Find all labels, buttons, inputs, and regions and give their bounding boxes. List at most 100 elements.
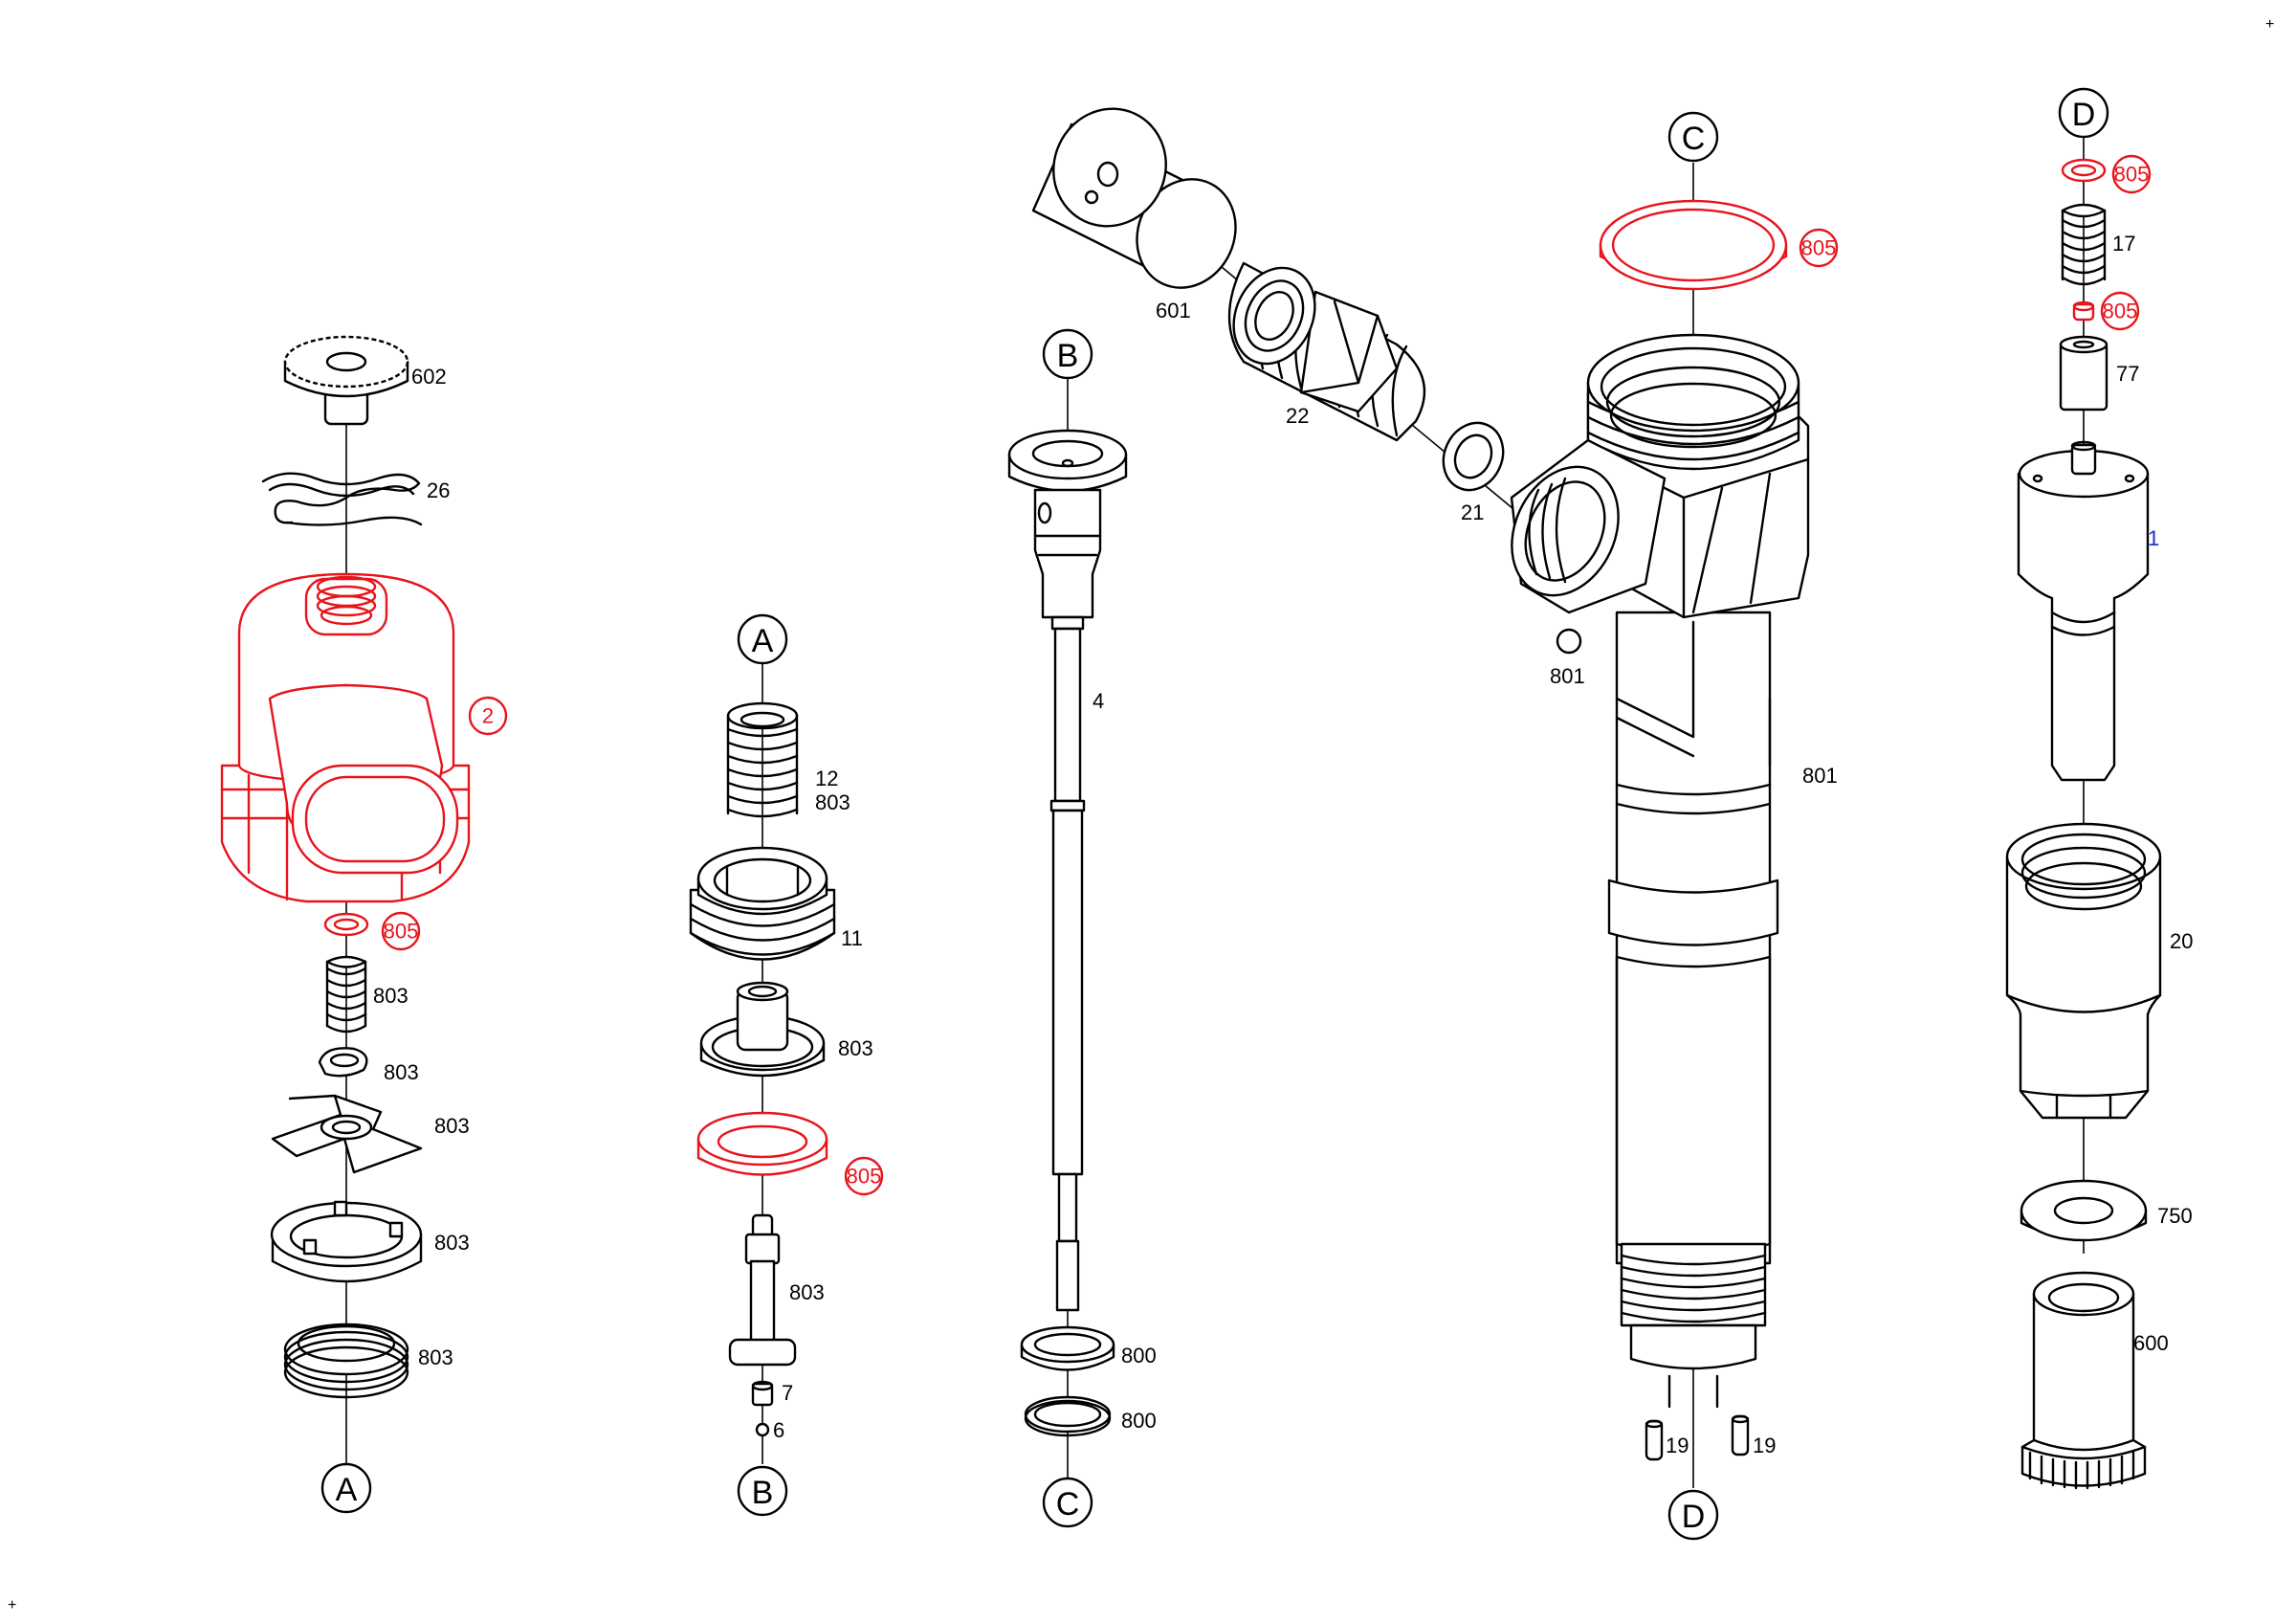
part-6-ball[interactable] [755,1422,770,1437]
label-19-b: 19 [1753,1434,1776,1457]
part-1-nozzle[interactable] [2017,440,2150,782]
column-5-assembly: D 805 17 805 77 [2005,87,2193,1490]
label-7: 7 [782,1381,793,1405]
connector-d-top-label: D [2072,97,2096,133]
label-17: 17 [2112,232,2135,256]
connector-c-bottom-label: C [1056,1486,1080,1523]
part-601-protective-cap[interactable] [1031,90,1253,303]
part-803-valve-plate-col2[interactable] [699,981,826,1078]
corner-mark-bottom-left: + [8,1597,16,1613]
injector-body-assembly: C 805 801 [1491,111,1839,1541]
part-805-washer-col5-small[interactable] [2072,300,2095,322]
connector-b-bottom-circle[interactable] [737,1465,788,1517]
label-800-a: 800 [1121,1344,1157,1367]
callout-circle-805-d [2111,154,2152,194]
part-803-pin-col2[interactable] [728,1213,797,1367]
part-805-washer-col5-top[interactable] [2061,158,2107,183]
label-11: 11 [841,926,863,950]
part-77-spacer[interactable] [2059,335,2108,411]
part-11-threaded-sleeve[interactable] [689,846,836,961]
part-602-knurled-cap[interactable] [283,335,409,426]
label-803-g: 803 [838,1036,873,1060]
label-12: 12 [815,767,838,790]
label-6: 6 [773,1418,784,1442]
part-805-washer-col1[interactable] [323,912,369,937]
column-3-assembly: B 4 800 [1007,328,1157,1528]
label-805-a: 805 [384,920,419,944]
column-2-assembly: A 12 803 11 803 [689,613,884,1517]
part-26-retaining-clip[interactable] [261,472,423,526]
label-21: 21 [1461,500,1484,524]
label-77: 77 [2116,362,2139,386]
part-803-circlip-col1[interactable] [318,1047,368,1078]
label-22: 22 [1286,404,1309,428]
part-19-pin-left[interactable] [1645,1419,1664,1461]
part-600-sleeve[interactable] [2020,1271,2147,1490]
injector-main-body[interactable] [1491,333,1810,1409]
connector-c-bottom-circle[interactable] [1042,1477,1093,1528]
label-2: 2 [482,704,494,728]
label-4: 4 [1093,689,1104,713]
connector-b-top-label: B [1057,338,1079,374]
label-803-b: 803 [384,1060,419,1084]
label-26: 26 [427,478,450,502]
part-805-washer-col2[interactable] [696,1111,828,1176]
label-19-a: 19 [1666,1434,1689,1457]
part-12-spring[interactable] [726,701,799,818]
part-20-nozzle-nut[interactable] [2005,822,2162,1120]
corner-mark-top-right: + [2265,16,2274,33]
callout-circle-2 [468,696,508,736]
part-801-ball[interactable] [1556,628,1582,655]
label-803-d: 803 [434,1231,470,1255]
part-800-ring-upper[interactable] [1020,1325,1115,1371]
label-805-b: 805 [847,1165,882,1189]
label-805-d: 805 [2114,163,2150,187]
connector-b-bottom-label: B [752,1475,774,1511]
part-21-seal-ring[interactable] [1433,413,1514,500]
connector-a-top-label: A [752,623,774,659]
connector-a-bottom-circle[interactable] [320,1462,372,1514]
label-805-e: 805 [2103,300,2138,323]
part-803-spring-col1[interactable] [325,955,367,1034]
label-20: 20 [2170,929,2193,953]
connector-c-top-label: C [1682,121,1706,157]
label-803-c: 803 [434,1114,470,1138]
label-800-b: 800 [1121,1409,1157,1433]
part-19-pin-right[interactable] [1731,1414,1750,1456]
connector-a-bottom-label: A [336,1472,358,1508]
label-1: 1 [2148,526,2159,550]
part-7-small-cylinder[interactable] [751,1380,774,1407]
callout-circle-805-c [1799,228,1839,268]
callout-circle-805-e [2100,291,2140,331]
callout-circle-805-b [844,1156,884,1196]
part-803-star-plate-col1[interactable] [271,1094,423,1174]
part-2-valve-housing[interactable] [220,572,471,903]
callout-circle-805-a [381,911,421,951]
connector-b-top-circle[interactable] [1042,328,1093,380]
column-1-assembly: 602 26 2 80 [220,335,508,1514]
label-803-f: 803 [815,790,850,814]
connector-d-bottom-label: D [1682,1499,1706,1535]
connector-c-top-circle[interactable] [1667,111,1719,163]
label-602: 602 [411,365,447,389]
part-805-large-seal[interactable] [1599,199,1788,291]
part-22-inlet-fitting[interactable] [1219,255,1425,442]
part-4-valve-rod[interactable] [1007,429,1128,1312]
label-801-a: 801 [1550,664,1585,688]
label-801-b: 801 [1802,764,1838,788]
label-601: 601 [1156,299,1191,322]
part-803-tab-ring-col1[interactable] [270,1200,423,1283]
connector-d-bottom-circle[interactable] [1667,1489,1719,1541]
part-800-ring-lower[interactable] [1024,1395,1112,1437]
label-600: 600 [2133,1331,2169,1355]
part-17-spring[interactable] [2061,203,2107,286]
label-803-h: 803 [789,1280,825,1304]
inlet-connector-assembly: 601 22 21 [1031,90,1570,556]
connector-a-top-circle[interactable] [737,613,788,665]
part-803-coil-ring-col1[interactable] [283,1323,409,1399]
part-750-washer[interactable] [2020,1179,2148,1242]
label-803-a: 803 [373,984,408,1008]
connector-d-top-circle[interactable] [2058,87,2109,139]
label-750: 750 [2157,1204,2193,1228]
